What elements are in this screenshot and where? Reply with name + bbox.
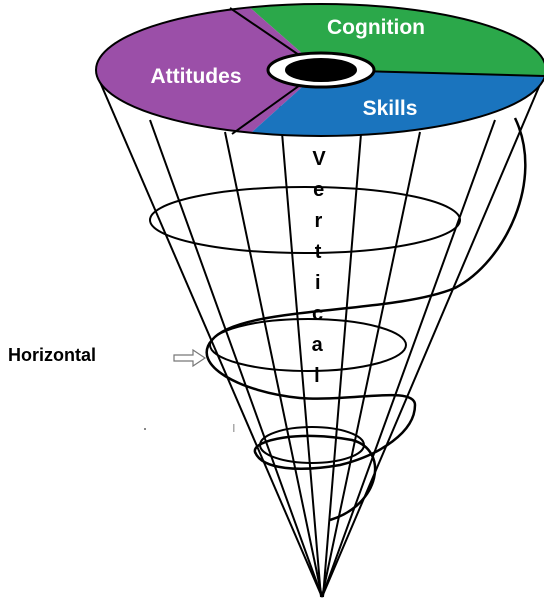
spiral-path <box>205 117 527 522</box>
cone-rib <box>321 119 496 598</box>
cone-rib <box>149 119 323 598</box>
vertical-letter: t <box>315 241 322 263</box>
vertical-letter: l <box>314 365 320 387</box>
vertical-letter: i <box>315 272 321 294</box>
stray-mark <box>144 428 146 430</box>
label-cognition: Cognition <box>327 16 425 39</box>
vertical-letter: V <box>312 148 326 170</box>
vertical-channel-edge <box>277 84 322 598</box>
cone-left-edge <box>96 74 323 598</box>
label-skills: Skills <box>363 97 418 120</box>
horizontal-rings <box>149 186 461 464</box>
ring-small <box>259 426 365 464</box>
cone-right-edge <box>321 74 544 598</box>
horizontal-arrow-icon <box>173 348 207 368</box>
vertical-letter: r <box>315 210 323 232</box>
vertical-letter: a <box>312 334 324 356</box>
center-hole <box>285 58 357 82</box>
label-attitudes: Attitudes <box>151 65 242 88</box>
stray-mark <box>233 424 235 432</box>
vertical-letter: c <box>312 303 323 325</box>
ring-medium <box>209 318 407 372</box>
vertical-letter: e <box>313 179 324 201</box>
horizontal-label: Horizontal <box>8 345 96 365</box>
cone-rib <box>224 131 323 598</box>
ring-large <box>149 186 461 254</box>
vertical-channel-edge <box>322 84 366 598</box>
disc-outline <box>95 3 544 137</box>
